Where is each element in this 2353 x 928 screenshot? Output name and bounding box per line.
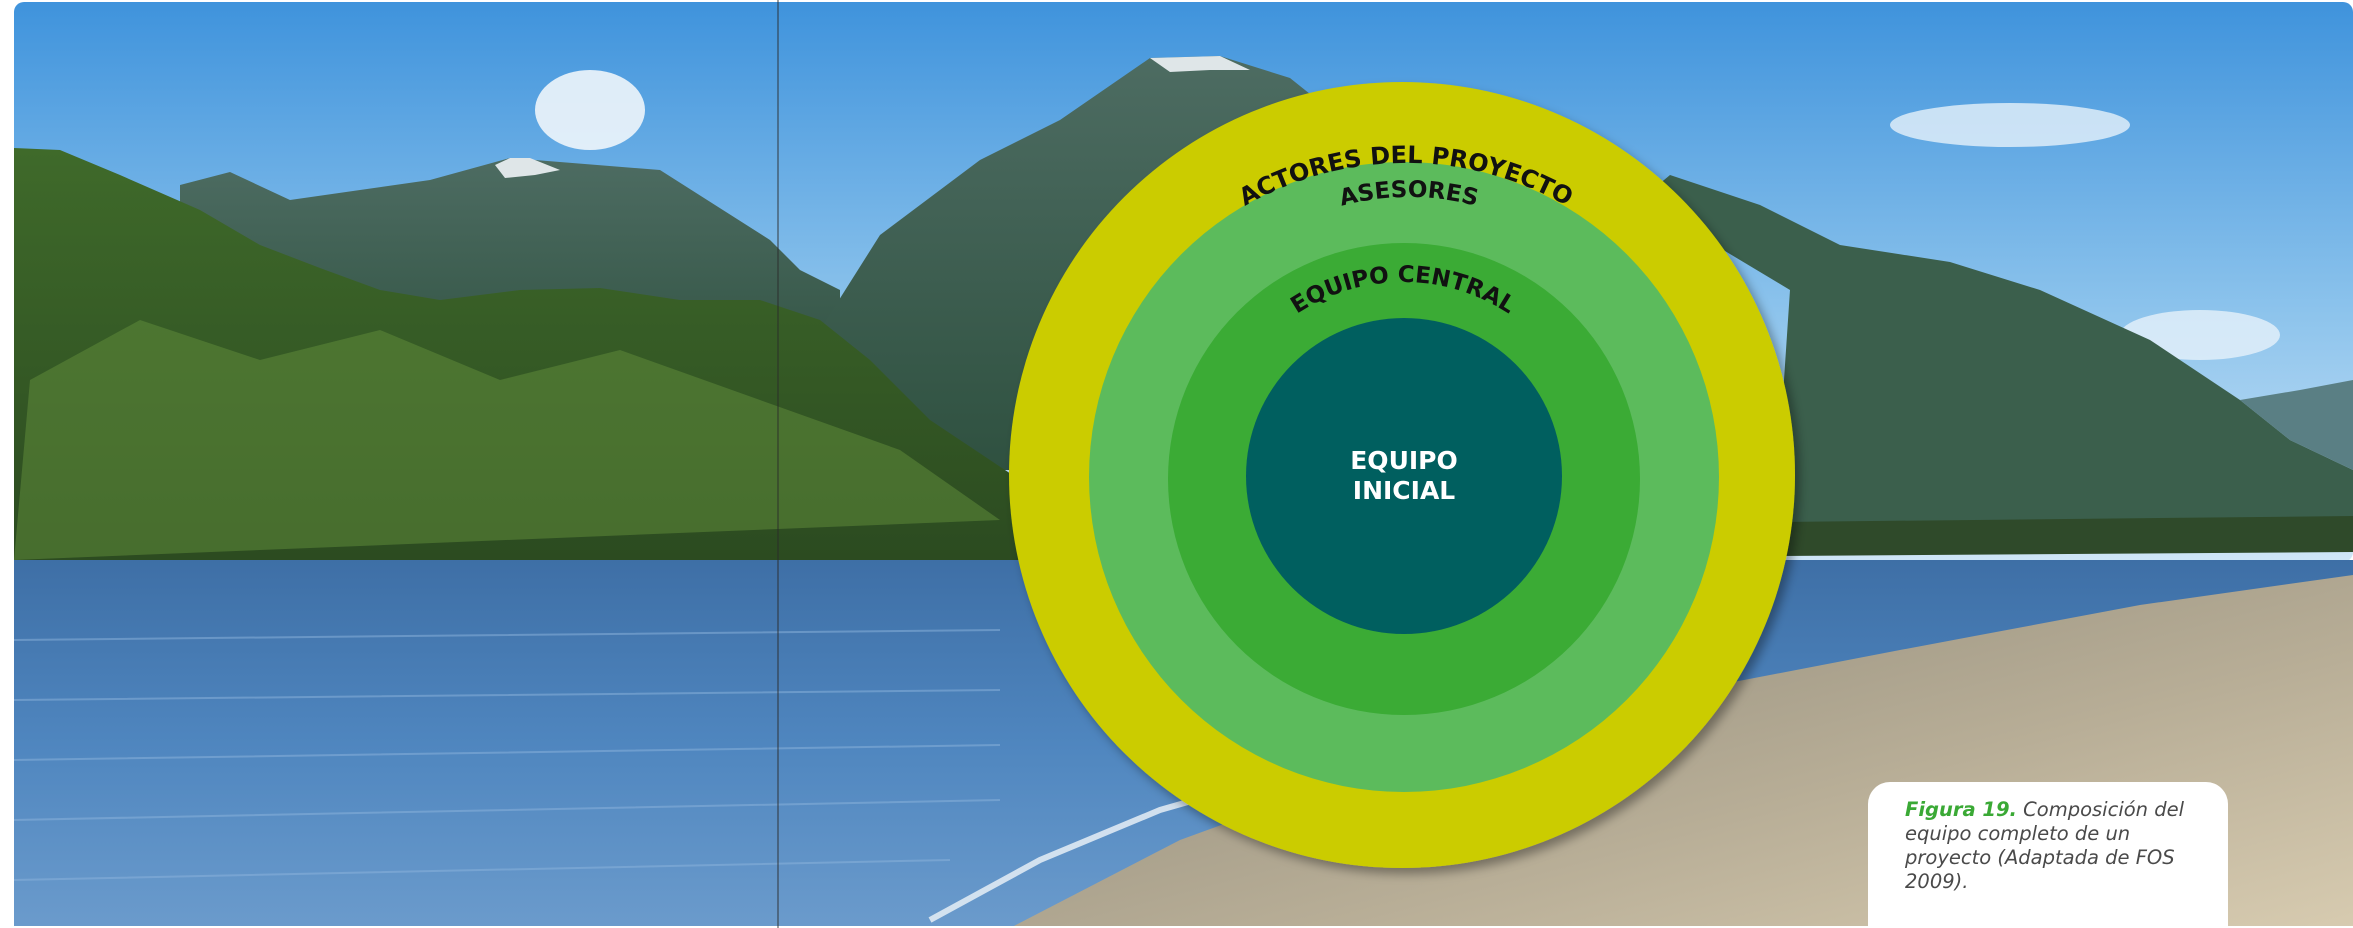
white-margin-bottom: [0, 926, 2353, 928]
right-mountain: [1640, 175, 2353, 530]
distant-treeline: [1780, 516, 2353, 556]
figure-caption-text: Composición del equipo completo de un pr…: [1905, 798, 2185, 893]
core-label-line-2: INICIAL: [1353, 476, 1456, 505]
circle-initial-team: [1246, 318, 1562, 634]
snow-cap: [1150, 56, 1250, 72]
figure-caption-label: Figura 19.: [1905, 798, 2017, 821]
core-label-line-1: EQUIPO: [1350, 446, 1458, 475]
far-right-mountain: [2240, 380, 2353, 470]
onion-diagram: [1009, 82, 1795, 868]
forest-highlight: [14, 320, 1000, 560]
figure-caption: Figura 19. Composición del equipo comple…: [1868, 782, 2228, 928]
snow-cap: [495, 158, 560, 178]
cloud: [1890, 103, 2130, 147]
water-ripples: [13, 629, 1001, 881]
cloud: [535, 70, 645, 150]
